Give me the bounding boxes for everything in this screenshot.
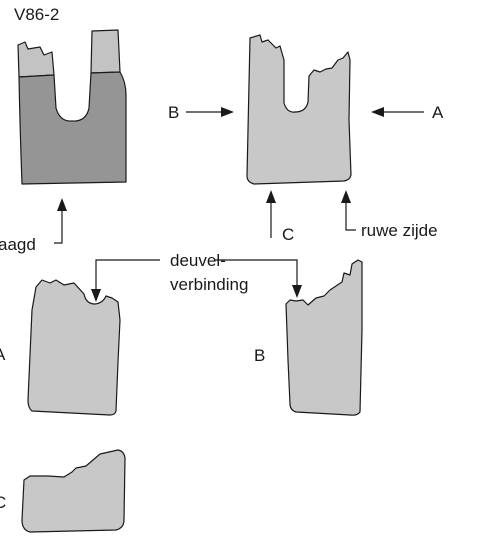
fragment-b (285, 259, 363, 416)
fragment-c (21, 449, 126, 533)
rough-side-label: ruwe zijde (361, 221, 438, 240)
view-c-arrow (266, 190, 276, 238)
dowel-label-line1: deuvel- (170, 251, 226, 270)
figure-title: V86-2 (14, 5, 59, 24)
fragment-a-label: A (0, 345, 6, 364)
fragment-a (27, 279, 121, 416)
object-dark-body (18, 71, 127, 185)
view-b-label: B (168, 103, 179, 122)
view-a-label: A (432, 103, 444, 122)
dowel-arrow-right (215, 259, 302, 298)
object-v86-2 (17, 29, 127, 185)
sawn-label: aagd (0, 235, 36, 254)
object-top-right-light-part (90, 29, 121, 74)
view-c-label: C (282, 225, 294, 244)
fragment-b-label: B (254, 346, 265, 365)
view-a-arrow (371, 107, 424, 117)
view-b-arrow (186, 107, 234, 117)
object-top-left-light-part (17, 41, 55, 78)
object-right-view (246, 34, 352, 185)
rough-side-arrow (341, 190, 356, 231)
dowel-arrow-left (91, 259, 160, 302)
sawn-arrow (54, 198, 67, 244)
fragment-c-label: C (0, 493, 6, 512)
dowel-label-line2: verbinding (170, 275, 248, 294)
